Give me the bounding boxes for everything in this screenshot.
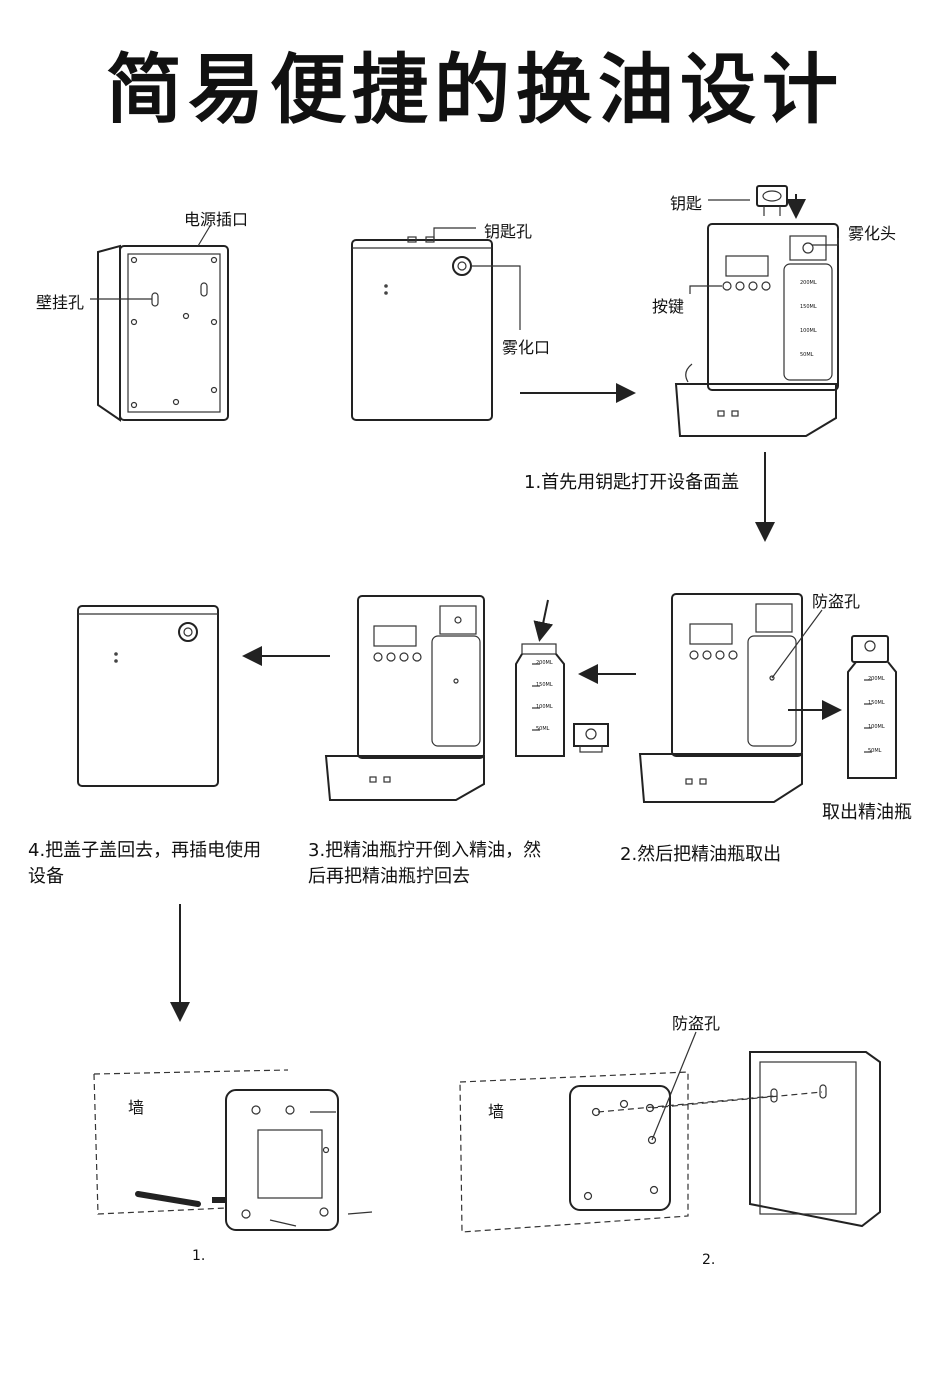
bottle-mark-200: 200ML	[800, 280, 817, 286]
bottle-mark-100: 100ML	[800, 328, 817, 334]
device-closed-view	[77, 605, 219, 787]
step-3-text: 3.把精油瓶拧开倒入精油，然 后再把精油瓶拧回去	[308, 838, 541, 890]
wall-mount-step2	[459, 1051, 881, 1233]
open-bottle-mark-100: 100ML	[536, 704, 553, 710]
button-label: 按键	[652, 297, 685, 316]
spray-port-leader	[471, 265, 521, 330]
button-leader	[689, 285, 722, 294]
step-4-line-2: 设备	[28, 866, 64, 887]
device-front-view	[351, 236, 493, 421]
step-3-line-2: 后再把精油瓶拧回去	[308, 866, 470, 887]
open-bottle-mark-50: 50ML	[536, 726, 550, 732]
pour-arrow	[533, 599, 554, 642]
removed-bottle-mark-50: 50ML	[868, 748, 882, 754]
wall-hook-label: 壁挂孔	[36, 293, 85, 312]
step-4-text: 4.把盖子盖回去，再插电使用 设备	[28, 838, 261, 890]
device-refill-view	[324, 595, 485, 801]
anti-theft-label-2: 防盗孔	[672, 1014, 721, 1033]
wall-mount-step1	[93, 1069, 373, 1231]
anti-theft-leader-1	[771, 609, 823, 679]
take-out-bottle-label: 取出精油瓶	[822, 802, 912, 823]
step-1-text: 1.首先用钥匙打开设备面盖	[524, 472, 740, 493]
anti-theft-leader-2	[651, 1031, 697, 1141]
device-remove-bottle-view	[638, 593, 803, 803]
figure-1-label: 1.	[192, 1248, 206, 1264]
page-title: 简易便捷的换油设计	[106, 45, 844, 134]
keyhole-leader	[433, 227, 476, 240]
bottle-mark-150: 150ML	[800, 304, 817, 310]
step-3-line-1: 3.把精油瓶拧开倒入精油，然	[308, 840, 542, 861]
device-open-view	[674, 185, 839, 437]
device-back-view	[97, 244, 229, 422]
wall-label-1: 墙	[128, 1098, 145, 1117]
wall-label-2: 墙	[488, 1102, 505, 1121]
power-port-label: 电源插口	[184, 210, 249, 229]
atomizer-head-label: 雾化头	[848, 224, 897, 243]
removed-bottle-mark-200: 200ML	[868, 676, 885, 682]
bottle-cap	[573, 723, 609, 753]
power-port-leader	[197, 225, 211, 247]
open-bottle-mark-150: 150ML	[536, 682, 553, 688]
open-bottle-mark-200: 200ML	[536, 660, 553, 666]
step-4-line-1: 4.把盖子盖回去，再插电使用	[28, 840, 262, 861]
removed-bottle-mark-150: 150ML	[868, 700, 885, 706]
atomizer-leader	[812, 238, 839, 246]
spray-port-label: 雾化口	[502, 338, 551, 357]
step-2-text: 2.然后把精油瓶取出	[620, 844, 782, 865]
anti-theft-label-1: 防盗孔	[812, 592, 861, 611]
key-label: 钥匙	[670, 194, 703, 213]
removed-bottle	[847, 635, 897, 779]
removed-bottle-mark-100: 100ML	[868, 724, 885, 730]
figure-2-label: 2.	[702, 1252, 716, 1268]
keyhole-label: 钥匙孔	[484, 222, 533, 241]
open-bottle	[515, 643, 565, 757]
bottle-mark-50: 50ML	[800, 352, 814, 358]
